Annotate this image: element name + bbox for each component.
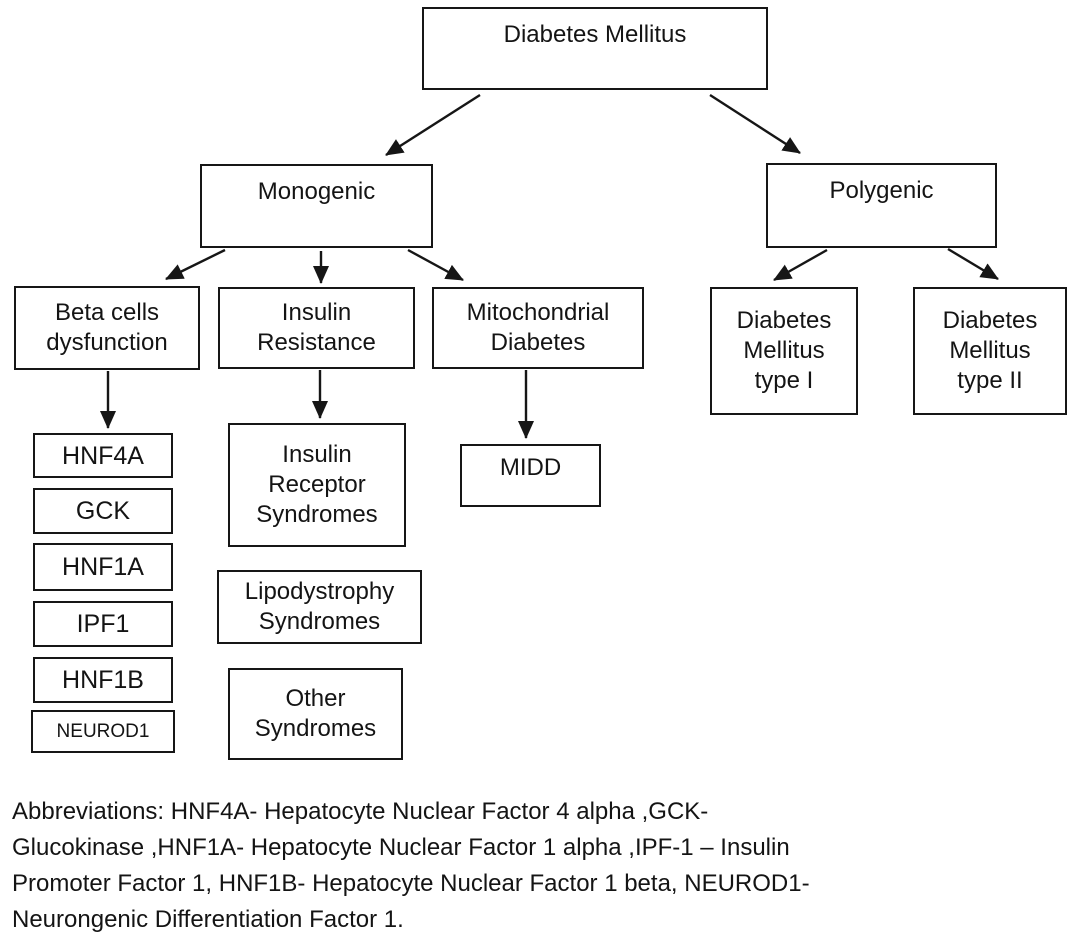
abbreviations-line-2: Glucokinase ,HNF1A- Hepatocyte Nuclear F…: [12, 834, 790, 861]
abbreviations-line-4: Neurongenic Differentiation Factor 1.: [12, 906, 404, 933]
edge-monogenic-betacells: [165, 248, 226, 281]
node-monogenic: Monogenic: [200, 164, 433, 248]
node-gck: GCK: [33, 488, 173, 534]
abbreviations-line-1: Abbreviations: HNF4A- Hepatocyte Nuclear…: [12, 798, 709, 825]
node-hnf1a: HNF1A: [33, 543, 173, 591]
node-midd: MIDD: [460, 444, 601, 507]
node-ipf1: IPF1: [33, 601, 173, 647]
node-diabetes-mellitus-type-1: Diabetes Mellitus type I: [710, 287, 858, 415]
abbreviations-line-3: Promoter Factor 1, HNF1B- Hepatocyte Nuc…: [12, 870, 810, 897]
edge-monogenic-mitochondrial: [407, 248, 464, 282]
node-insulin-resistance: Insulin Resistance: [218, 287, 415, 369]
node-insulin-receptor-syndromes: Insulin Receptor Syndromes: [228, 423, 406, 547]
node-other-syndromes: Other Syndromes: [228, 668, 403, 760]
node-lipodystrophy-syndromes: Lipodystrophy Syndromes: [217, 570, 422, 644]
node-mitochondrial-diabetes: Mitochondrial Diabetes: [432, 287, 644, 369]
node-polygenic: Polygenic: [766, 163, 997, 248]
edge-dm-polygenic: [709, 93, 801, 155]
abbreviations-caption: Abbreviations: HNF4A- Hepatocyte Nuclear…: [12, 794, 1072, 938]
node-hnf1b: HNF1B: [33, 657, 173, 703]
node-hnf4a: HNF4A: [33, 433, 173, 478]
node-diabetes-mellitus-type-2: Diabetes Mellitus type II: [913, 287, 1067, 415]
node-diabetes-mellitus: Diabetes Mellitus: [422, 7, 768, 90]
edge-polygenic-type2: [947, 247, 999, 281]
node-beta-cells-dysfunction: Beta cells dysfunction: [14, 286, 200, 370]
edge-dm-monogenic: [385, 93, 481, 157]
node-neurod1: NEUROD1: [31, 710, 175, 753]
edge-polygenic-type1: [773, 248, 828, 282]
